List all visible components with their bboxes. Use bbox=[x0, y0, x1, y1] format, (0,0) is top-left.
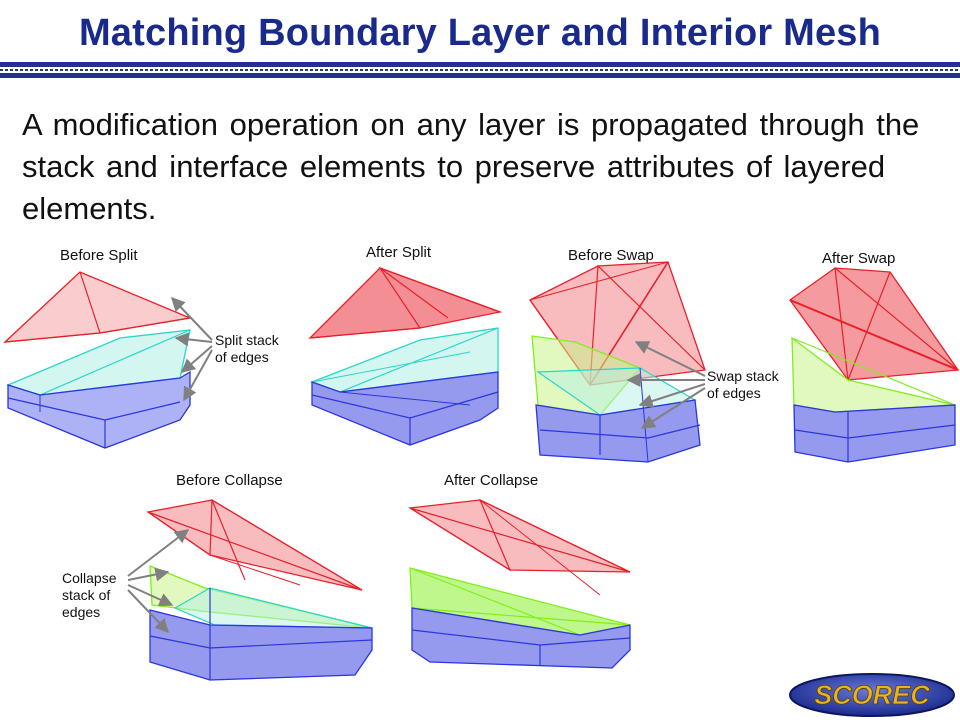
slide-body-text: A modification operation on any layer is… bbox=[22, 107, 920, 226]
label-after-collapse: After Collapse bbox=[444, 472, 539, 489]
before-split-mesh bbox=[3, 271, 193, 449]
collapse-stack-arrows bbox=[127, 529, 190, 634]
after-split-mesh bbox=[308, 266, 503, 446]
title-underline bbox=[0, 62, 960, 82]
after-swap-mesh bbox=[789, 267, 960, 463]
logo-text: SCOREC bbox=[814, 680, 930, 710]
split-stack-arrows bbox=[171, 296, 213, 402]
label-after-split: After Split bbox=[366, 244, 432, 261]
scorec-logo: SCOREC bbox=[789, 673, 955, 717]
after-collapse-mesh bbox=[408, 498, 631, 669]
swap-stack-arrows bbox=[626, 341, 706, 429]
slide-title: Matching Boundary Layer and Interior Mes… bbox=[78, 12, 882, 54]
label-after-swap: After Swap bbox=[822, 250, 896, 267]
label-before-collapse: Before Collapse bbox=[176, 472, 283, 489]
label-before-split: Before Split bbox=[60, 247, 138, 264]
label-before-swap: Before Swap bbox=[568, 247, 654, 264]
before-collapse-mesh bbox=[146, 498, 373, 681]
